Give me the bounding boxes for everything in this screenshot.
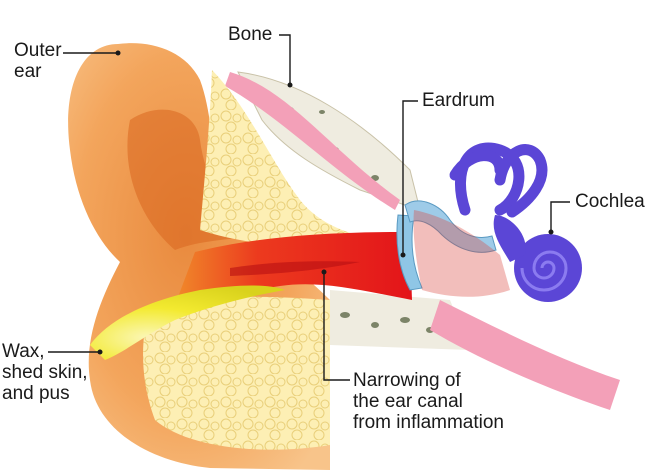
label-eardrum: Eardrum — [422, 90, 495, 111]
label-narrowing-line3: from inflammation — [353, 412, 504, 433]
label-bone: Bone — [228, 24, 273, 45]
leader-cochlea — [550, 201, 570, 232]
label-narrowing-line1: Narrowing of — [353, 370, 461, 391]
label-wax-line1: Wax, — [2, 341, 45, 362]
middle-ear-cavity — [413, 210, 510, 297]
label-wax-line3: and pus — [2, 383, 70, 404]
wax — [90, 285, 285, 360]
cochlea-spiral — [520, 250, 568, 292]
leader-dots — [97, 50, 554, 355]
label-outer-ear: Outer ear — [14, 40, 62, 82]
leader-narrowing — [323, 272, 350, 381]
skin-lower — [430, 300, 620, 410]
label-narrowing: Narrowing of the ear canal from inflamma… — [353, 370, 504, 433]
label-wax: Wax, shed skin, and pus — [2, 341, 88, 404]
skin-upper — [225, 72, 400, 210]
ossicles — [404, 200, 497, 253]
fat-tissue-upper — [200, 70, 380, 252]
label-outer-ear-line1: Outer — [14, 40, 62, 61]
cochlea-structure — [449, 142, 548, 218]
leader-eardrum — [402, 100, 418, 255]
label-cochlea: Cochlea — [575, 191, 645, 212]
canal-swelling — [230, 261, 360, 276]
label-outer-ear-line2: ear — [14, 61, 42, 82]
label-narrowing-line2: the ear canal — [353, 391, 463, 412]
vestibule — [493, 215, 526, 262]
leader-bone — [279, 34, 291, 85]
label-wax-line2: shed skin, — [2, 362, 88, 383]
fat-tissue-lower — [143, 296, 330, 450]
leader-lines — [48, 34, 570, 381]
